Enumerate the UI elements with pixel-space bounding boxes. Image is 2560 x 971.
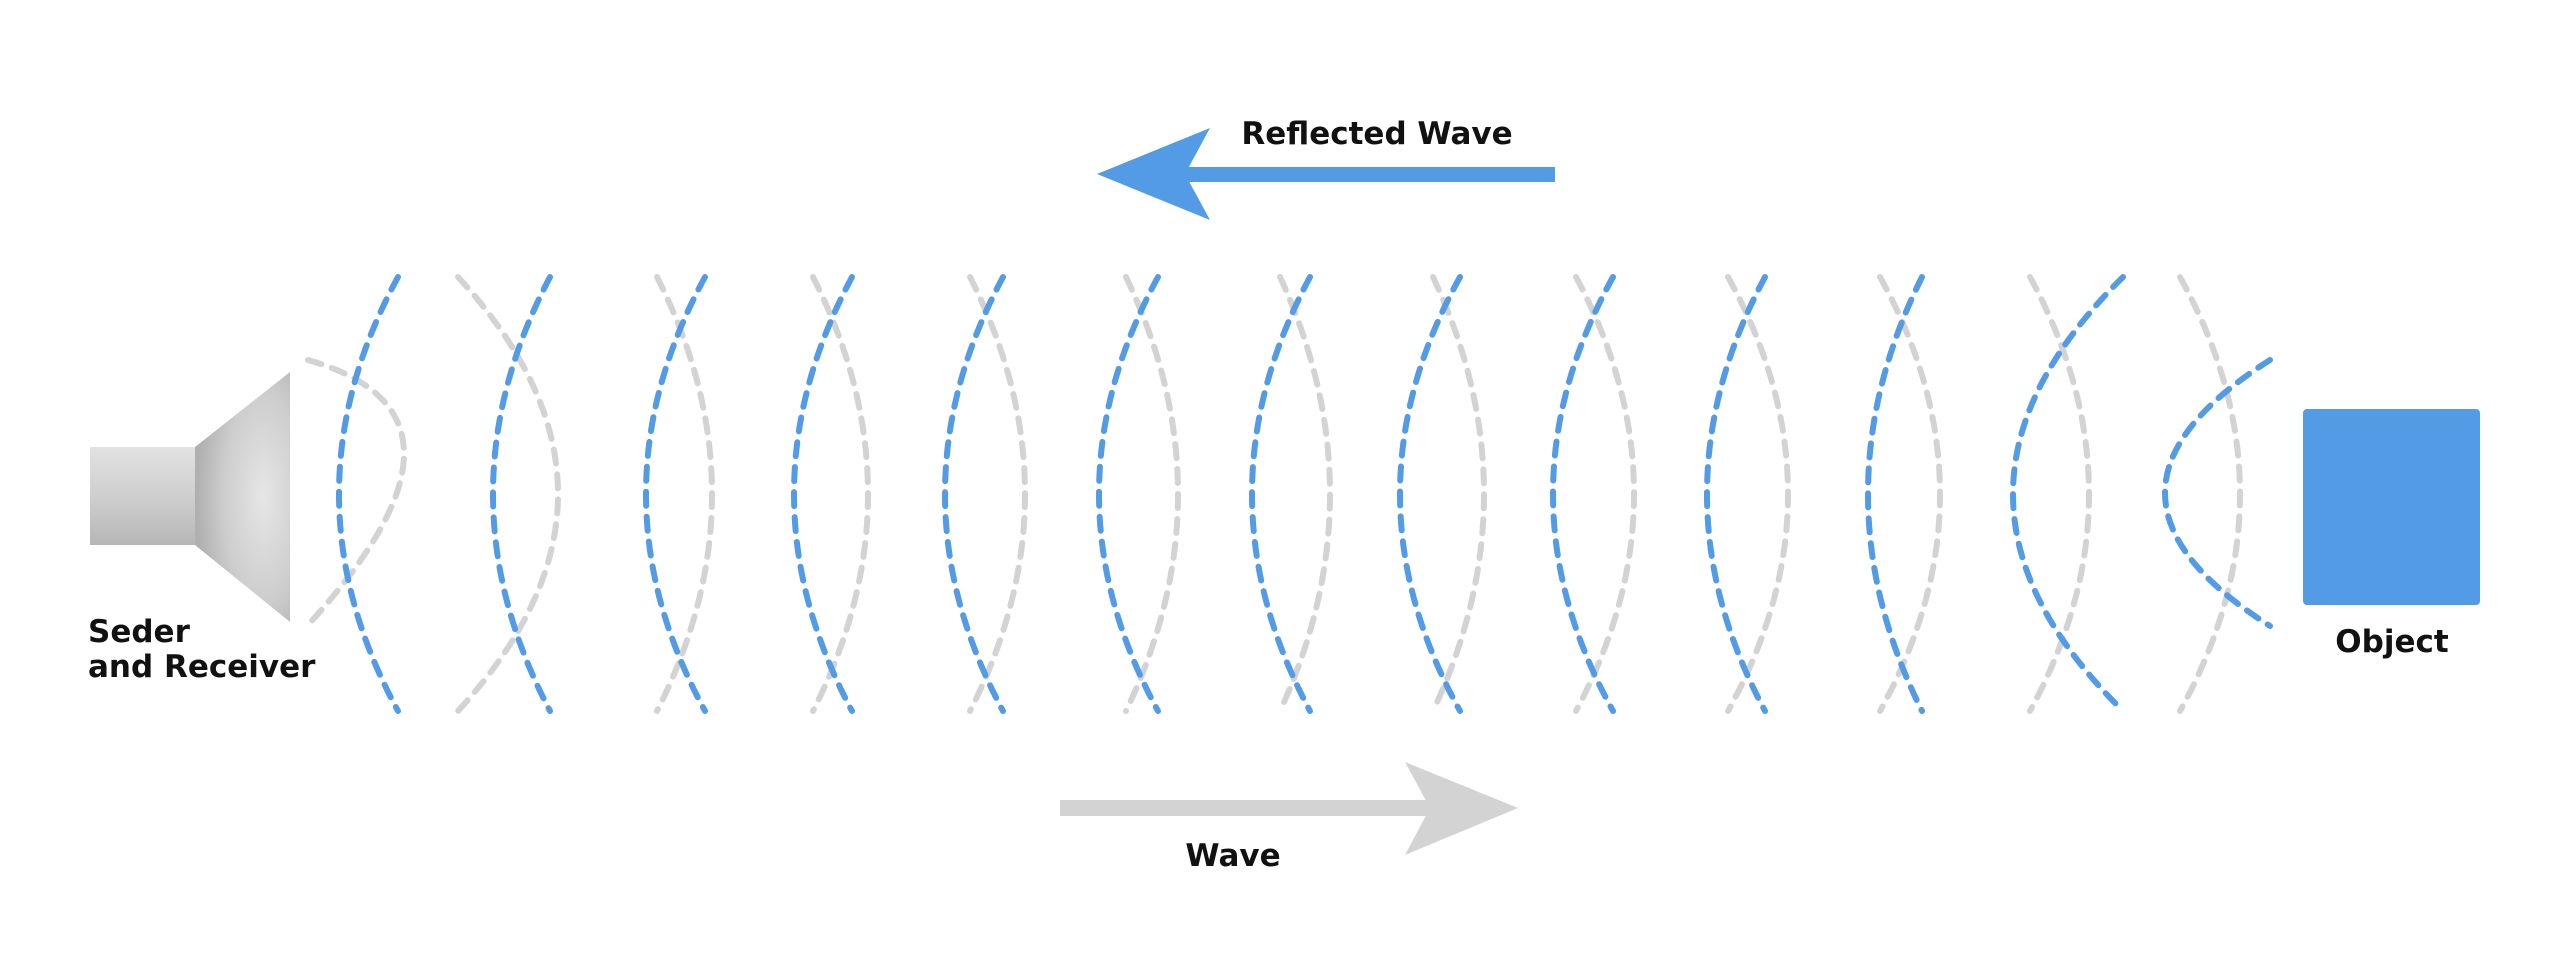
reflected-wave-front	[1550, 274, 1616, 714]
speaker-icon	[90, 372, 290, 622]
outgoing-wave-front	[1877, 274, 1943, 714]
reflected-wave-front	[490, 274, 553, 714]
sender-label-line2: and Receiver	[88, 649, 316, 685]
reflected-arrow-shaft	[1185, 167, 1555, 182]
reflected-wave-front	[336, 274, 401, 714]
wave-fronts	[305, 274, 2273, 714]
reflected-wave-front	[1096, 274, 1161, 714]
outgoing-wave-front	[654, 274, 715, 714]
outgoing-wave-front	[810, 274, 871, 714]
reflected-arrow-head	[1097, 128, 1210, 220]
reflected-wave-front	[942, 274, 1006, 714]
reflected-wave-front	[2162, 357, 2273, 629]
reflected-wave-front	[1865, 274, 1925, 714]
reflected-wave-front	[791, 274, 855, 714]
arrow-left-icon	[1097, 128, 1555, 220]
sender-label-line1: Seder	[88, 614, 191, 650]
outgoing-wave-front	[455, 274, 561, 714]
reflected-wave-front	[1397, 274, 1463, 714]
wave-arrow-head	[1405, 762, 1518, 855]
reflected-wave-front	[643, 274, 708, 714]
object-label: Object	[2335, 624, 2449, 660]
wave-arrow-shaft	[1060, 800, 1432, 816]
outgoing-wave-front	[1573, 274, 1637, 714]
outgoing-wave-front	[1725, 274, 1791, 714]
outgoing-wave-front	[305, 357, 407, 628]
outgoing-wave-front	[1123, 274, 1181, 714]
outgoing-wave-front	[2027, 274, 2092, 714]
outgoing-wave-front	[967, 274, 1028, 714]
speaker-body	[90, 447, 198, 545]
speaker-cone	[195, 372, 290, 622]
reflected-wave-front	[1704, 274, 1768, 714]
outgoing-wave-front	[1277, 274, 1333, 714]
outgoing-wave-front	[2177, 274, 2243, 714]
wave-label: Wave	[1185, 838, 1280, 874]
arrow-right-icon	[1060, 762, 1518, 855]
reflected-wave-front	[2010, 274, 2126, 714]
sender-label: Seder and Receiver	[88, 614, 316, 685]
outgoing-wave-front	[1430, 274, 1487, 714]
reflected-wave-front	[1249, 274, 1313, 714]
object-block	[2303, 409, 2480, 605]
reflected-wave-label: Reflected Wave	[1241, 116, 1512, 152]
